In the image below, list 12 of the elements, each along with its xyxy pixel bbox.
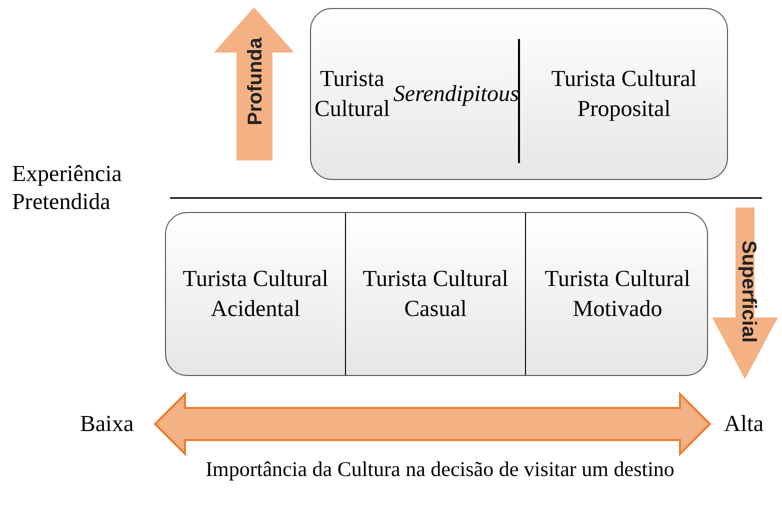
axis-title: Experiência Pretendida <box>12 160 123 216</box>
category-cell: Turista Cultural Acidental <box>166 213 345 375</box>
axis-label: Baixa <box>80 410 134 438</box>
rounded-box <box>310 8 728 180</box>
rounded-box <box>165 212 708 376</box>
category-cell: Turista Cultural Motivado <box>525 213 709 375</box>
axis-label: Superficial <box>736 240 760 343</box>
category-cell: Turista Cultural Proposital <box>519 9 729 179</box>
axis-title: Importância da Cultura na decisão de visitar um destino <box>204 456 676 482</box>
axis-label: Alta <box>724 410 764 438</box>
category-cell: Turista Cultural Casual <box>345 213 525 375</box>
axis-label: Profunda <box>244 38 268 126</box>
